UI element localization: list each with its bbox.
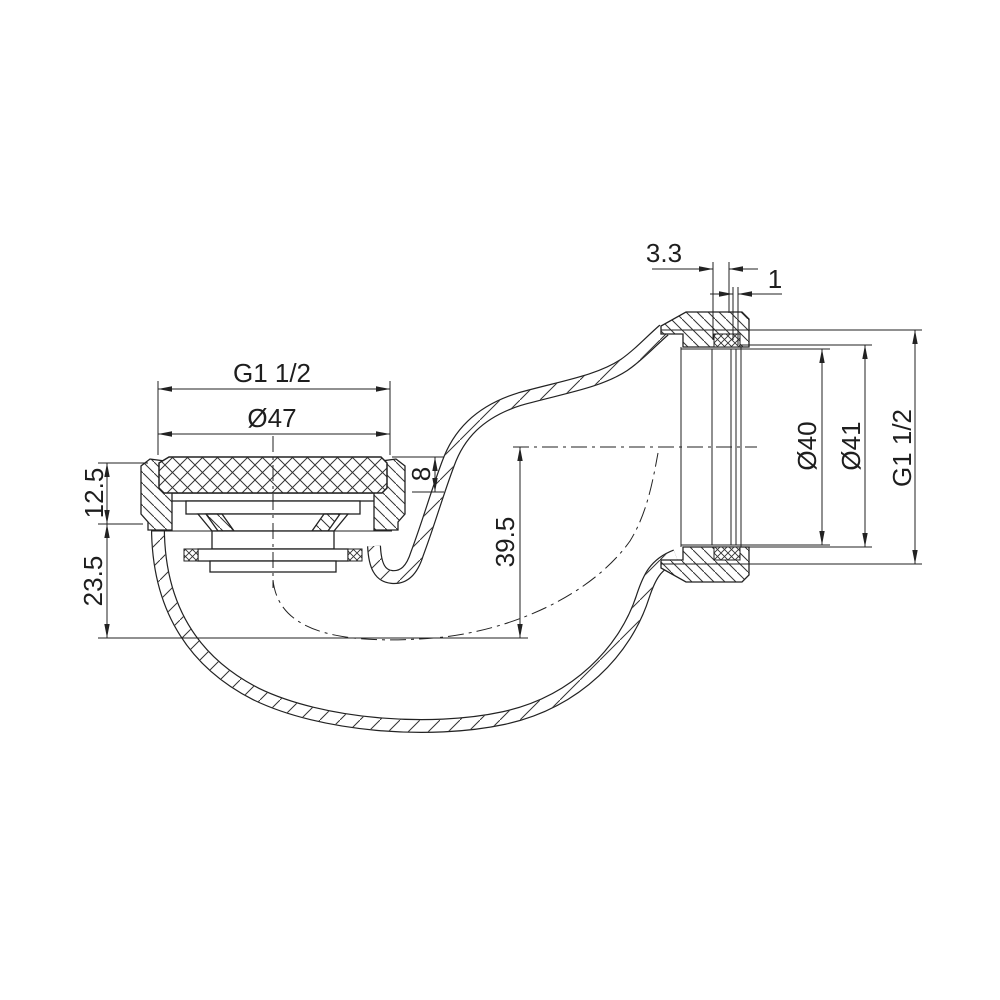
dim-inlet-thread-label: G1 1/2 (233, 358, 311, 388)
seal-washer-left (183, 548, 199, 562)
outlet-gasket-top (713, 333, 741, 348)
flow-centerline (272, 452, 659, 641)
centerlines (272, 436, 757, 641)
dimension-lines (104, 266, 918, 638)
dim-outlet-thread-label: G1 1/2 (887, 409, 917, 487)
dim-flange-offset-label: 12.5 (79, 468, 109, 519)
trap-inner-wall (367, 324, 669, 585)
seal-washer-right (347, 548, 363, 562)
dim-seal-depth-label: 39.5 (490, 517, 520, 568)
dim-wall-thickness-label: 3.3 (646, 238, 682, 268)
dimension-labels: G1 1/2 Ø47 8 12.5 23.5 39.5 3.3 1 Ø40 Ø4… (78, 238, 917, 606)
dim-cap-height-label: 8 (406, 467, 436, 481)
trap-bowl-wall (150, 519, 679, 733)
dim-outlet-bore-label: Ø40 (792, 421, 822, 470)
dim-gasket-step-label: 1 (768, 264, 782, 294)
dim-body-offset-label: 23.5 (78, 556, 108, 607)
outlet-gasket-bottom (713, 546, 741, 561)
dim-cap-diameter-label: Ø47 (247, 403, 296, 433)
dim-outlet-inner-label: Ø41 (836, 421, 866, 470)
extension-lines (98, 262, 922, 639)
